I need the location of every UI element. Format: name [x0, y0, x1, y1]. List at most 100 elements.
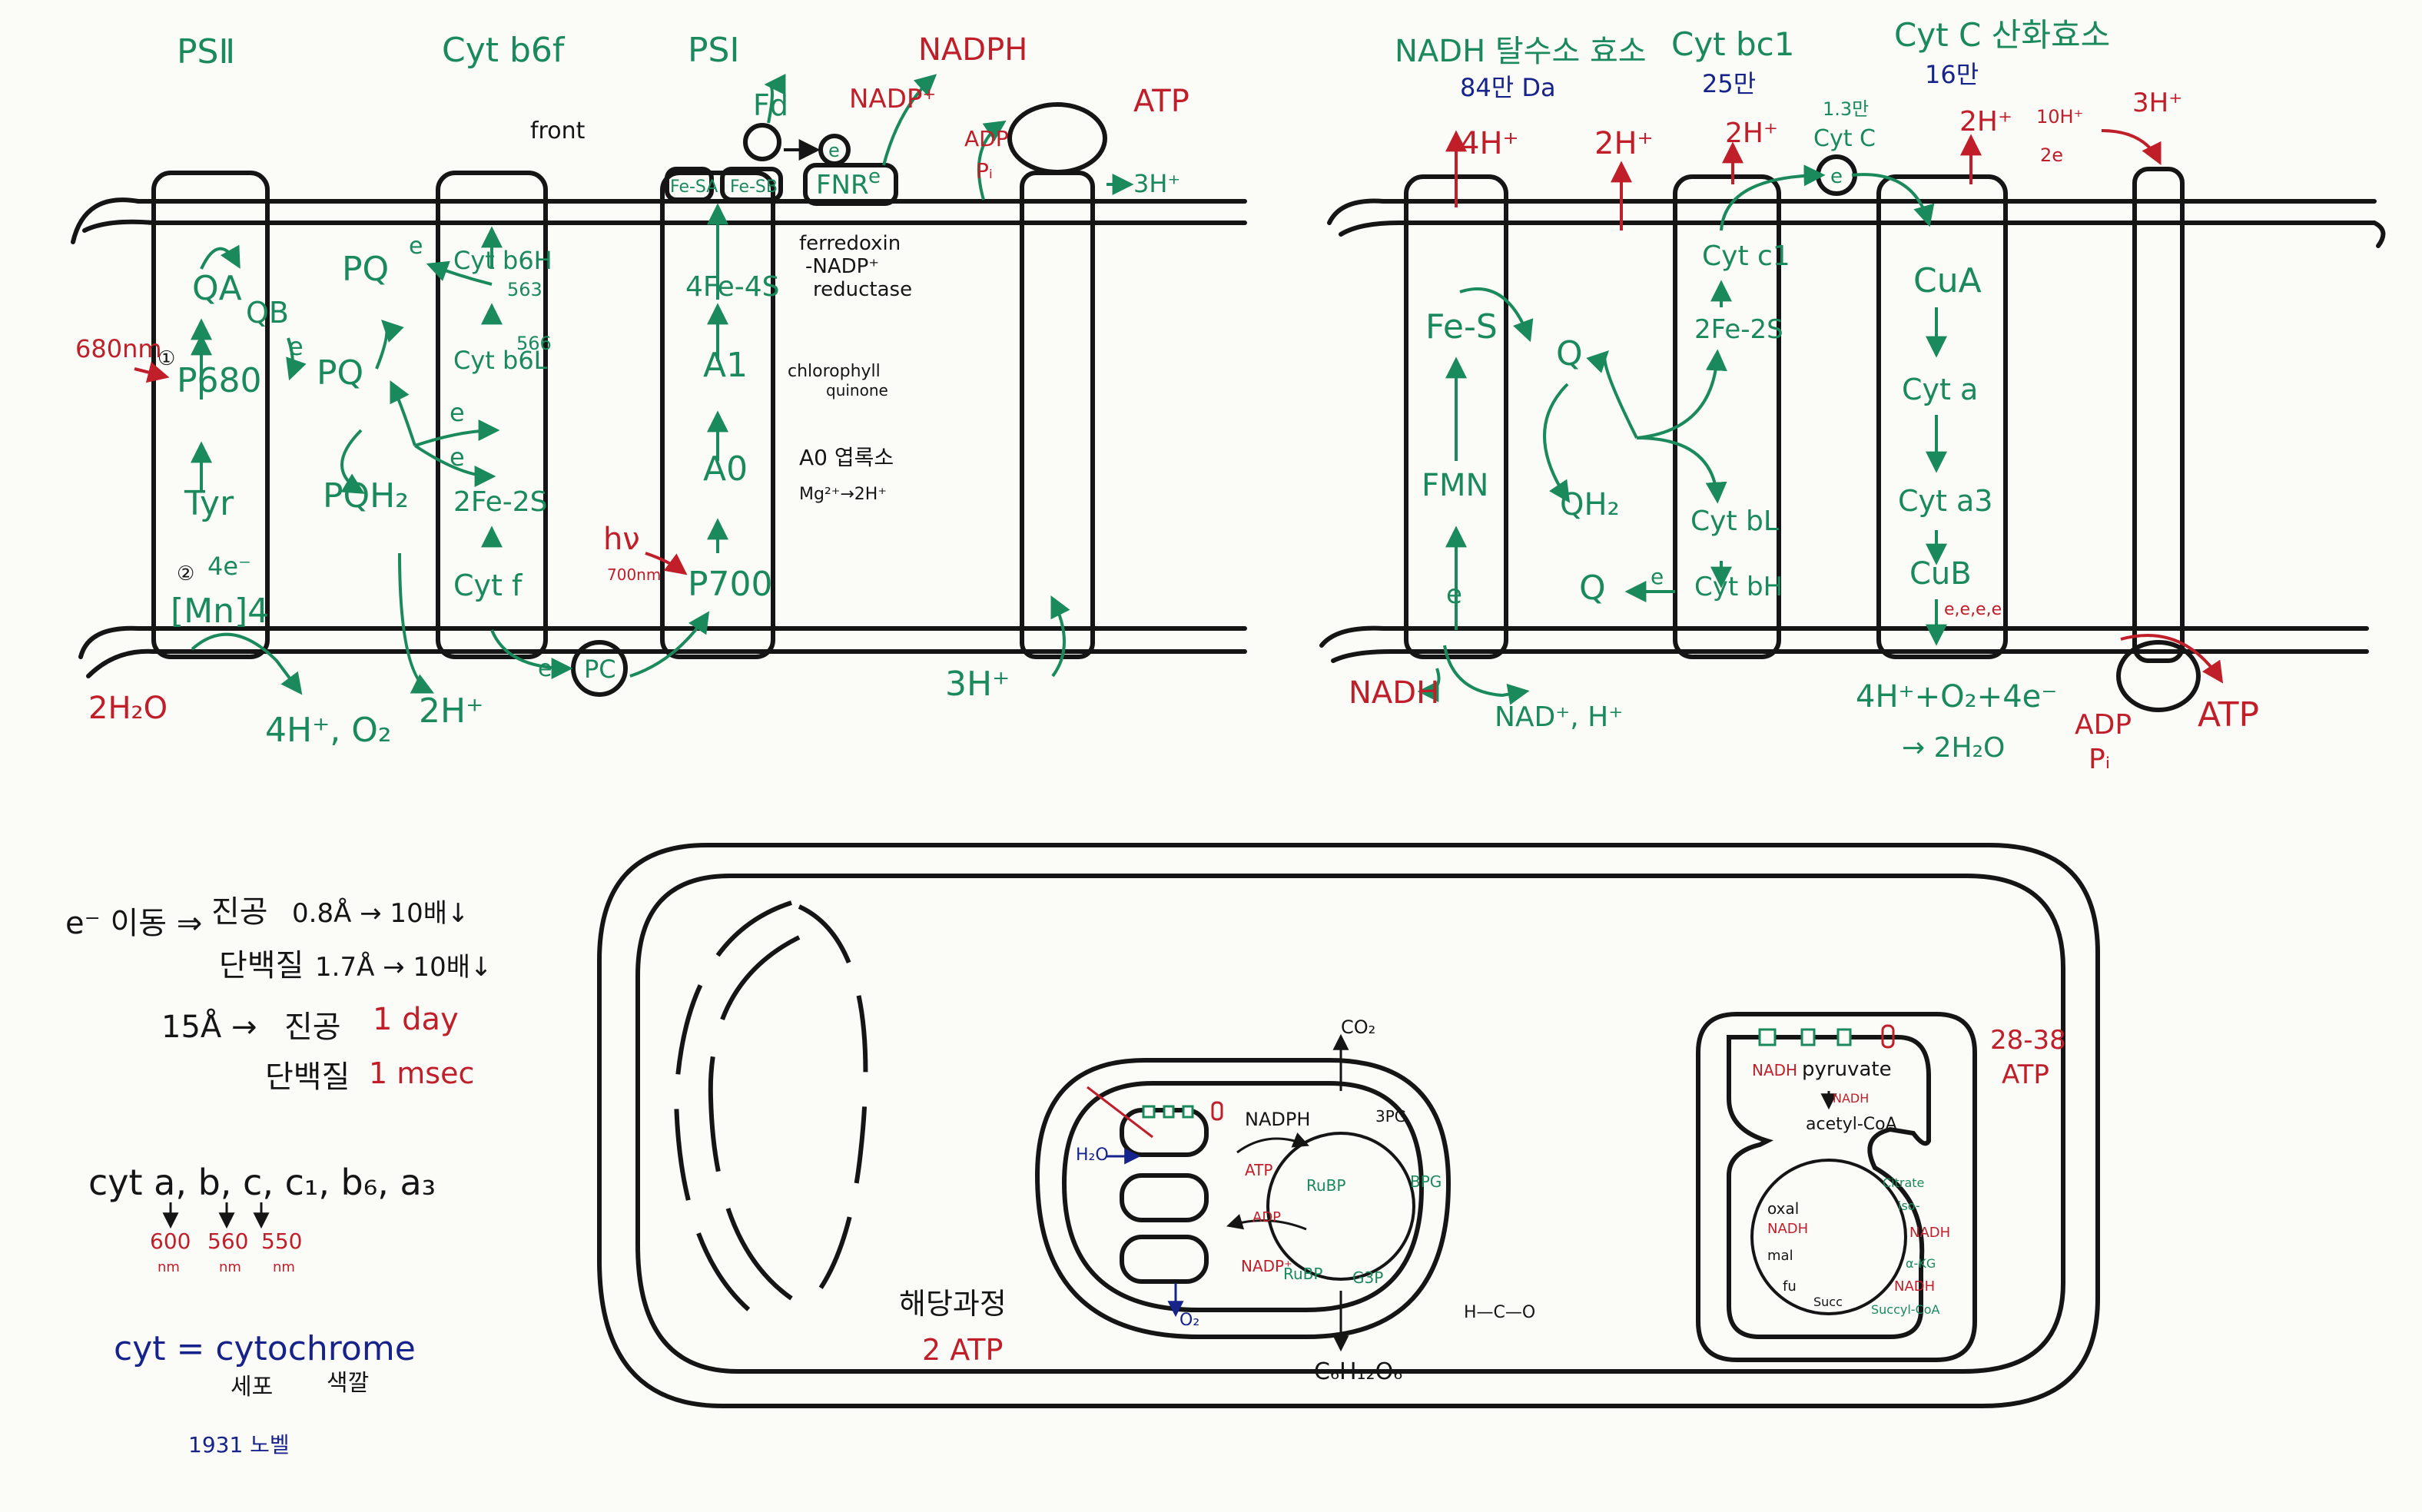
nadp-plus-label: NADP⁺	[849, 84, 936, 114]
ferredoxin-note-3: reductase	[813, 278, 912, 301]
chloro-bpg: BPG	[1410, 1172, 1442, 1191]
a0-label: A0	[703, 449, 748, 489]
cytbc1-mass: 25만	[1702, 69, 1756, 98]
cytc-label: Cyt C	[1813, 125, 1876, 152]
fes-b-box	[720, 167, 783, 202]
h10-label: 10H⁺	[2036, 106, 2083, 128]
mito-succoa: Succyl-CoA	[1871, 1302, 1940, 1317]
chloro-g3p: G3P	[1352, 1268, 1383, 1287]
fesb-label: Fe-SB	[730, 177, 778, 197]
q-bottom-label: Q	[1579, 569, 1606, 608]
mito-atp-count: 28-38	[1990, 1025, 2066, 1056]
mito-atp-box	[1881, 1024, 1895, 1049]
thylakoid-3	[1120, 1235, 1209, 1284]
h4-label: 4H⁺	[1460, 126, 1519, 161]
chloro-atp-box	[1211, 1101, 1223, 1121]
note-line3-c: 1 day	[373, 1002, 459, 1037]
chloro-box-3	[1182, 1105, 1194, 1119]
atp-top-label: ATP	[1133, 84, 1189, 119]
note-line1-a: e⁻ 이동 ⇒	[65, 906, 202, 941]
cyt-b6l-label: Cyt b6L	[453, 346, 548, 375]
mito-akg: α-KG	[1906, 1256, 1936, 1271]
cyta3-label: Cyt a3	[1898, 484, 1992, 518]
chloro-box-1	[1142, 1105, 1156, 1119]
calvin-cycle	[1266, 1132, 1415, 1281]
mito-mal: mal	[1767, 1248, 1793, 1264]
e-bottom-label: e	[1651, 564, 1664, 589]
fes-a-box	[665, 167, 714, 202]
cytb6f-note: front	[530, 118, 586, 144]
fesa-label: Fe-SA	[670, 177, 718, 197]
mg-note: Mg²⁺→2H⁺	[799, 485, 887, 504]
thylakoid-membrane-top	[71, 197, 1247, 244]
mito-citrate: Citrate	[1883, 1175, 1924, 1190]
mito-nadh4: NADH	[1909, 1225, 1950, 1241]
chloro-nadp: NADP⁺	[1241, 1257, 1292, 1275]
fes-cytb6f-label: 2Fe-2S	[453, 486, 548, 518]
e-circle-psi	[818, 134, 851, 166]
product-label: → 2H₂O	[1902, 732, 2005, 764]
cub-label: CuB	[1909, 556, 1972, 592]
chloro-pg3: 3PG	[1375, 1107, 1406, 1126]
chloro-note-1: chlorophyll	[788, 362, 881, 381]
pq-mid-label: PQ	[317, 353, 363, 393]
complex4	[1876, 174, 2008, 659]
note-line2-a: 단백질	[219, 948, 304, 983]
q-top-label: Q	[1556, 334, 1583, 373]
qh2-label: QH₂	[1560, 487, 1620, 522]
note-line2-b: 1.7Å → 10배↓	[315, 951, 492, 983]
cyt-def: cyt = cytochrome	[114, 1329, 416, 1368]
mito-atp-word: ATP	[2002, 1059, 2049, 1090]
cytbh-label: Cyt bH	[1694, 572, 1783, 602]
water-label: 2H₂O	[88, 691, 168, 726]
nm-unit-3: nm	[273, 1259, 295, 1275]
psi-label: PSⅠ	[688, 31, 739, 70]
inner-membrane-top	[1327, 198, 2386, 248]
cell	[597, 843, 2100, 1408]
mitochondrion-inner	[1727, 1035, 1931, 1339]
ferredoxin-note-1: ferredoxin	[799, 232, 901, 255]
mito-fes2-label: 2Fe-2S	[1694, 314, 1783, 345]
cua-label: CuA	[1913, 261, 1982, 300]
p700-label: P700	[688, 565, 773, 604]
mito-atp-synthase-head	[2116, 640, 2201, 712]
cyt-list: cyt a, b, c, c₁, b₆, a₃	[88, 1162, 436, 1203]
pc-label: PC	[584, 655, 616, 684]
mito-succ: Succ	[1813, 1295, 1843, 1309]
pc-e-label: e	[538, 655, 552, 682]
adp-top-label: ADP	[964, 126, 1009, 151]
cell-membrane-inner	[635, 874, 2065, 1374]
cytb6f-complex	[436, 171, 548, 659]
note-line4-b: 1 msec	[369, 1056, 474, 1090]
krebs-cycle	[1750, 1159, 1907, 1315]
cyta-label: Cyt a	[1902, 373, 1978, 406]
cyt-sub2: 색깔	[327, 1370, 369, 1397]
chloro-atp: ATP	[1245, 1161, 1272, 1179]
cyt-b6h-nm: 563	[507, 279, 542, 300]
cytc-mass-label: 1.3만	[1823, 98, 1869, 120]
reaction-label: 4H⁺+O₂+4e⁻	[1856, 679, 2057, 715]
chloro-box-2	[1163, 1105, 1175, 1119]
psii-complex	[151, 171, 270, 659]
mito-atp-synthase-stalk	[2132, 167, 2185, 663]
vacuole-arc	[673, 900, 792, 1331]
vacuole-right-arc	[798, 904, 868, 1308]
note-line1-b: 진공	[211, 894, 268, 930]
nadh-mito-label: NADH	[1349, 675, 1439, 711]
chloroplast-outer	[1034, 1058, 1452, 1339]
note-line1-c: 0.8Å → 10배↓	[292, 897, 469, 929]
mn-label: [Mn]4	[171, 592, 269, 631]
atp-synthase-stalk	[1020, 171, 1095, 659]
a1-label: A1	[703, 346, 748, 385]
chloro-co2: CO₂	[1341, 1016, 1375, 1038]
mito-atp-label: ATP	[2198, 695, 2259, 734]
fe4s4-label: 4Fe-4S	[685, 271, 780, 303]
fnr-box	[803, 163, 898, 206]
qa-label: QA	[192, 269, 242, 308]
nm-600: 600	[150, 1228, 191, 1254]
mito-acetyl: acetyl-CoA	[1806, 1115, 1897, 1134]
psii-label: PSⅡ	[177, 32, 235, 71]
fnr-e-label: e	[868, 165, 881, 188]
wavelength-label: 680nm	[75, 334, 162, 363]
p680-label: P680	[177, 361, 262, 400]
